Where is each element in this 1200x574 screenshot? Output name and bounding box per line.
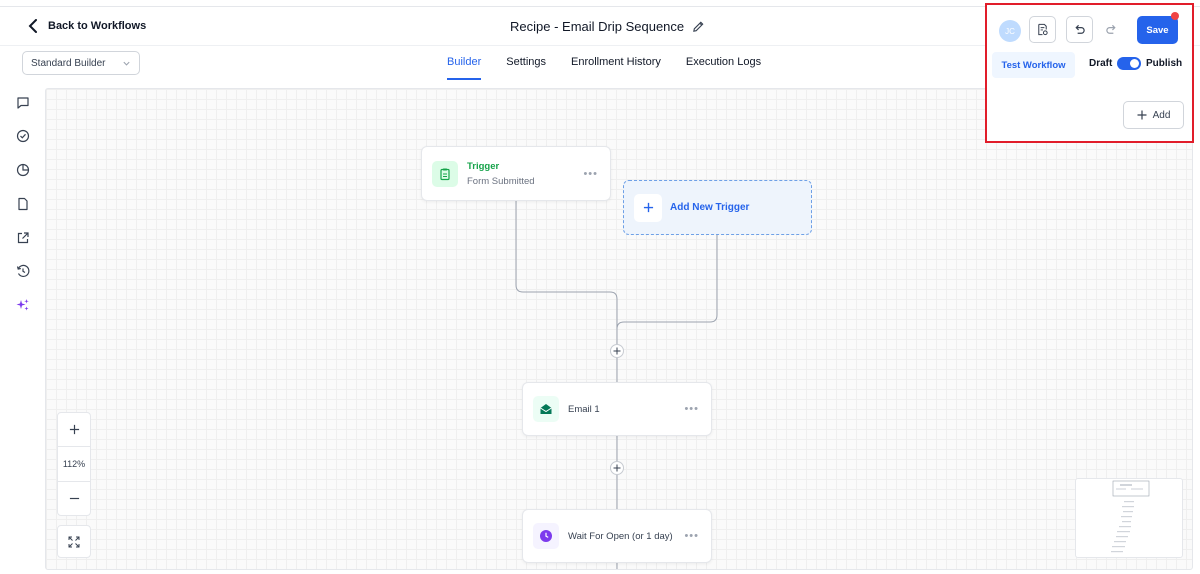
tab-execution-logs[interactable]: Execution Logs bbox=[685, 56, 762, 68]
add-button[interactable]: Add bbox=[1123, 101, 1184, 129]
trigger-node-text: Trigger Form Submitted bbox=[467, 161, 535, 187]
zoom-controls: 112% bbox=[57, 412, 91, 516]
history-icon[interactable] bbox=[16, 264, 30, 278]
plus-icon bbox=[613, 464, 621, 472]
add-step-button[interactable] bbox=[610, 344, 624, 358]
expand-icon bbox=[68, 536, 80, 547]
trigger-title: Trigger bbox=[467, 160, 500, 172]
external-link-icon[interactable] bbox=[16, 231, 30, 245]
redo-icon bbox=[1106, 24, 1116, 34]
redo-button[interactable] bbox=[1098, 16, 1125, 43]
fit-view-button[interactable] bbox=[57, 525, 91, 558]
zoom-level: 112% bbox=[58, 446, 90, 482]
undo-button[interactable] bbox=[1066, 16, 1093, 43]
test-workflow-button[interactable]: Test Workflow bbox=[992, 52, 1075, 78]
pencil-icon[interactable] bbox=[692, 20, 705, 33]
workflow-canvas[interactable]: Trigger Form Submitted ••• Add New Trigg… bbox=[45, 88, 1193, 570]
workflow-title: Recipe - Email Drip Sequence bbox=[510, 19, 705, 34]
chevron-left-icon bbox=[28, 19, 37, 33]
save-button[interactable]: Save bbox=[1137, 16, 1178, 44]
email-node[interactable]: Email 1 ••• bbox=[522, 382, 712, 436]
publish-toggle[interactable] bbox=[1117, 57, 1141, 70]
wait-node[interactable]: Wait For Open (or 1 day) ••• bbox=[522, 509, 712, 563]
toggle-knob bbox=[1130, 59, 1139, 68]
add-step-button[interactable] bbox=[610, 461, 624, 475]
trigger-subtitle: Form Submitted bbox=[467, 175, 535, 187]
minimap-preview bbox=[1111, 480, 1150, 553]
connector-lines bbox=[515, 201, 718, 569]
trigger-more-icon[interactable]: ••• bbox=[583, 167, 598, 180]
wait-more-icon[interactable]: ••• bbox=[684, 530, 699, 542]
publish-label: Publish bbox=[1146, 58, 1183, 69]
zoom-in-button[interactable] bbox=[58, 413, 90, 446]
left-rail bbox=[0, 88, 45, 574]
minimap[interactable] bbox=[1075, 478, 1183, 558]
minus-icon bbox=[69, 497, 79, 500]
document-icon[interactable] bbox=[16, 197, 30, 211]
tab-settings[interactable]: Settings bbox=[506, 56, 546, 68]
add-button-label: Add bbox=[1152, 109, 1171, 121]
check-circle-icon[interactable] bbox=[16, 129, 30, 143]
tab-bar: Builder Settings Enrollment History Exec… bbox=[447, 56, 761, 80]
tab-builder[interactable]: Builder bbox=[447, 56, 482, 80]
zoom-out-button[interactable] bbox=[58, 482, 90, 515]
top-bar: Back to Workflows Recipe - Email Drip Se… bbox=[0, 6, 1200, 46]
builder-type-select[interactable]: Standard Builder bbox=[22, 51, 140, 75]
workflow-actions-panel: JC Save Test Workflow Draft Publish Add bbox=[985, 3, 1194, 143]
chat-icon[interactable] bbox=[16, 96, 30, 110]
document-settings-button[interactable] bbox=[1029, 16, 1056, 43]
back-label: Back to Workflows bbox=[48, 20, 147, 32]
trigger-node[interactable]: Trigger Form Submitted ••• bbox=[421, 146, 611, 201]
chevron-down-icon bbox=[123, 61, 130, 66]
envelope-open-icon bbox=[533, 396, 559, 422]
builder-select-value: Standard Builder bbox=[31, 57, 106, 69]
unsaved-indicator bbox=[1171, 12, 1179, 20]
add-new-trigger-label: Add New Trigger bbox=[670, 202, 750, 213]
back-to-workflows-link[interactable]: Back to Workflows bbox=[28, 19, 146, 33]
plus-icon bbox=[1137, 110, 1147, 120]
clock-icon bbox=[533, 523, 559, 549]
email-node-label: Email 1 bbox=[568, 403, 600, 415]
email-more-icon[interactable]: ••• bbox=[684, 403, 699, 415]
sub-bar: Standard Builder Builder Settings Enroll… bbox=[0, 46, 1200, 88]
wait-node-label: Wait For Open (or 1 day) bbox=[568, 530, 673, 542]
pie-chart-icon[interactable] bbox=[16, 163, 30, 177]
sparkles-icon[interactable] bbox=[16, 298, 30, 312]
clipboard-icon bbox=[432, 160, 458, 187]
tab-enrollment-history[interactable]: Enrollment History bbox=[571, 56, 661, 68]
draft-label: Draft bbox=[1089, 58, 1113, 69]
document-gear-icon bbox=[1038, 23, 1048, 36]
plus-icon bbox=[69, 424, 79, 435]
plus-icon bbox=[613, 347, 621, 355]
add-new-trigger-button[interactable]: Add New Trigger bbox=[623, 180, 812, 235]
page-title: Recipe - Email Drip Sequence bbox=[510, 19, 685, 34]
avatar[interactable]: JC bbox=[999, 20, 1021, 42]
plus-icon bbox=[634, 193, 662, 222]
undo-icon bbox=[1075, 24, 1085, 34]
